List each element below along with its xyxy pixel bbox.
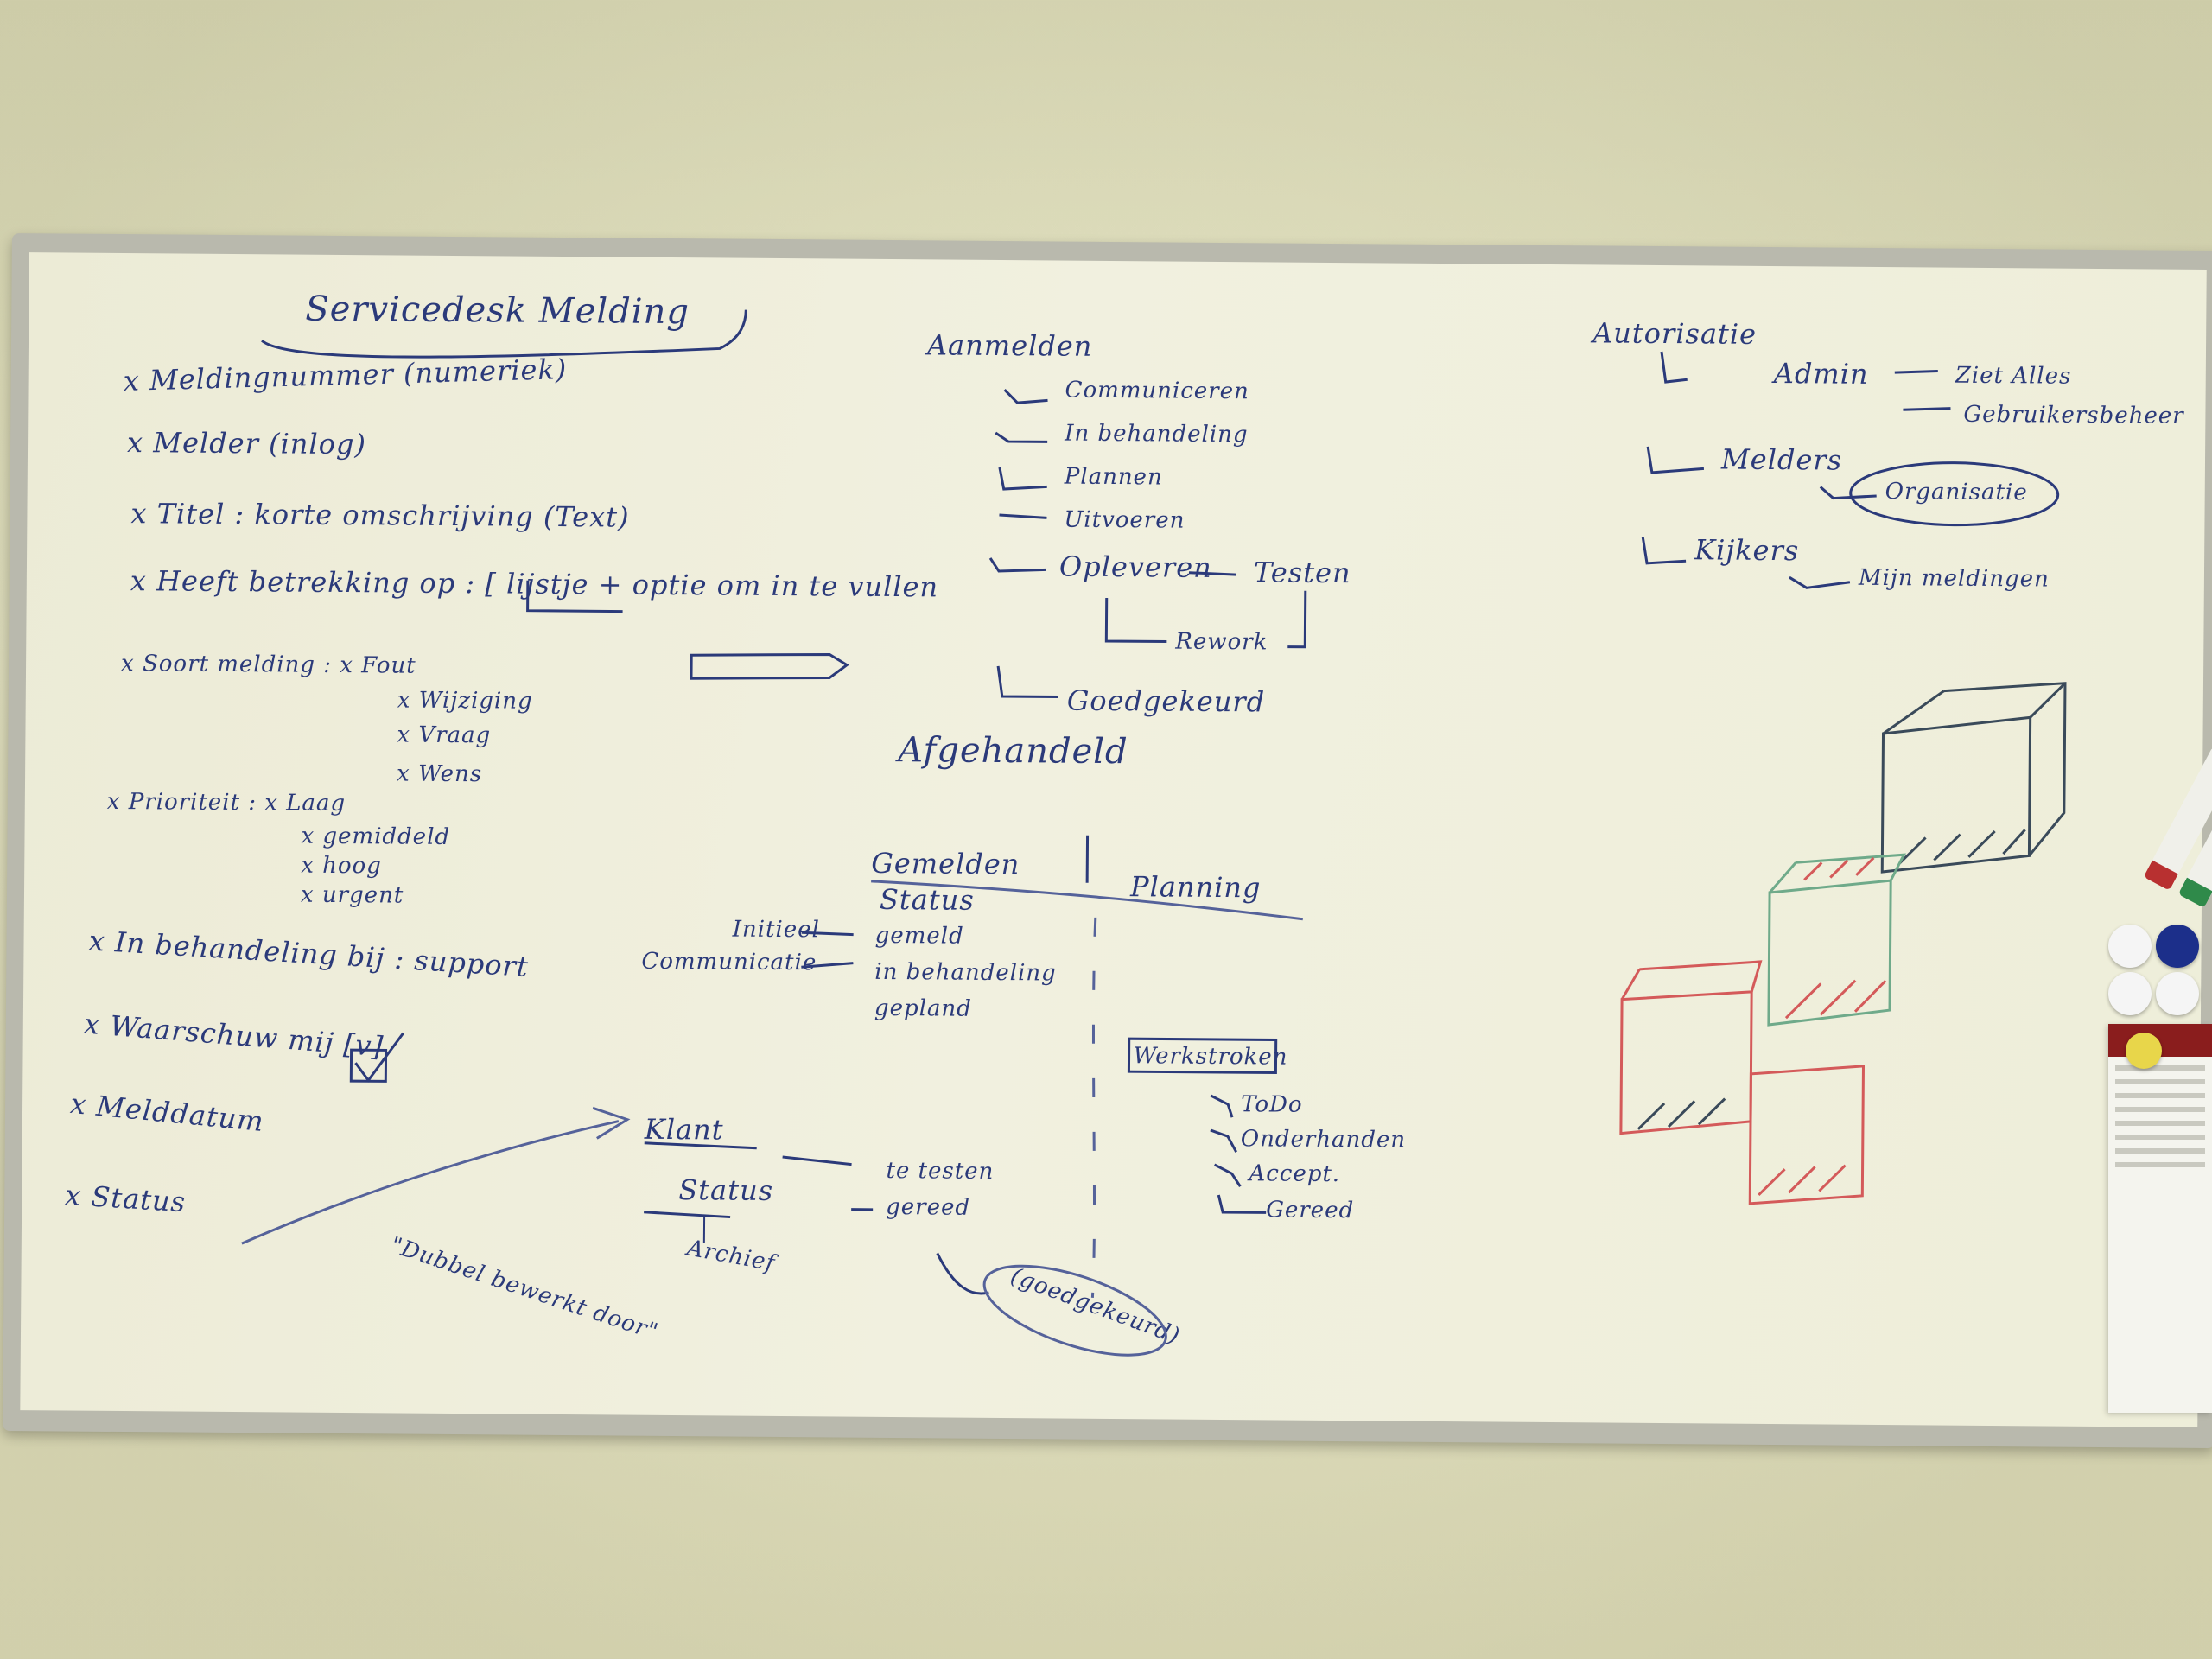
magnet-white-1[interactable]	[2108, 925, 2152, 968]
ink-strokes	[241, 309, 2067, 1357]
cube-drawing	[1619, 682, 2067, 1205]
whiteboard-surface: Servicedesk Melding x Meldingnummer (num…	[20, 252, 2207, 1427]
whiteboard-frame: Servicedesk Melding x Meldingnummer (num…	[3, 233, 2212, 1449]
magnet-white-3[interactable]	[2156, 972, 2199, 1015]
pinned-paper	[2108, 1024, 2212, 1413]
magnet-yellow[interactable]	[2126, 1033, 2162, 1069]
magnet-white-2[interactable]	[2108, 972, 2152, 1015]
magnet-blue[interactable]	[2156, 925, 2199, 968]
